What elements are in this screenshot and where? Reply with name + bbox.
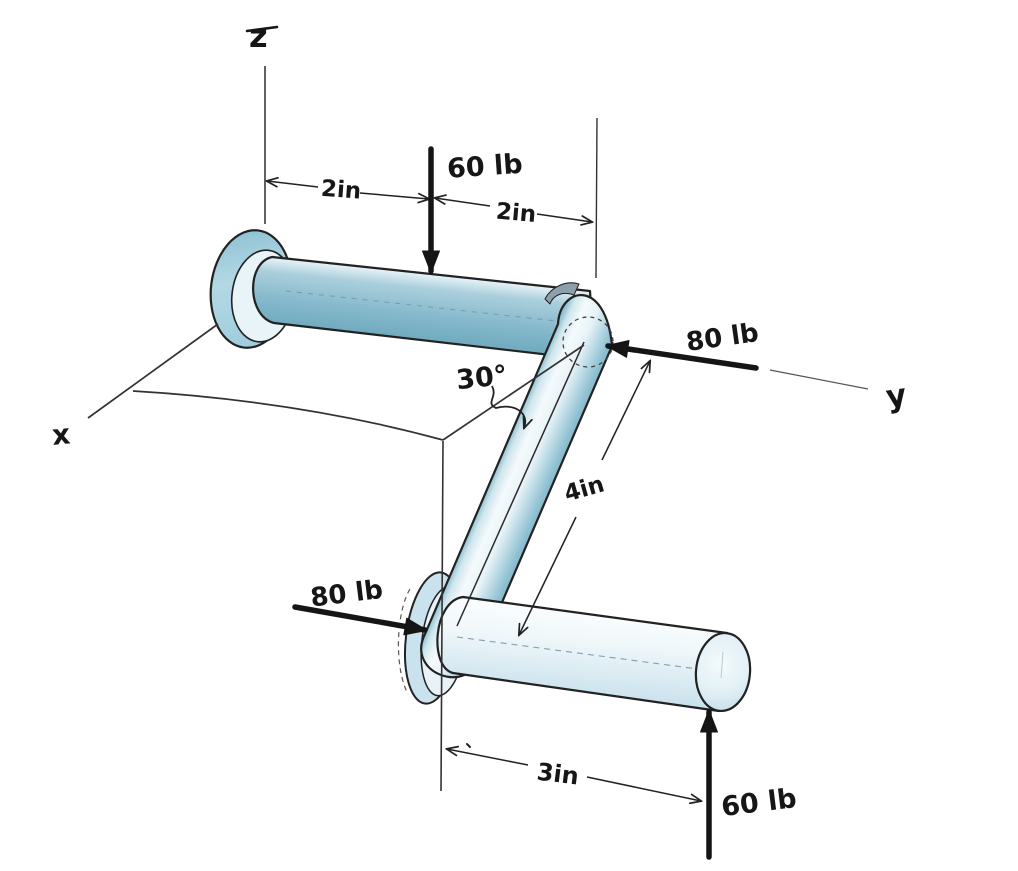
z-glyph-stroke	[245, 25, 279, 33]
force-arrow-right	[292, 604, 428, 636]
dimension-top-left: 2in	[267, 176, 429, 205]
lower-flange-hidden-edge	[397, 588, 411, 695]
vertical-extension-line	[440, 440, 444, 792]
force-label-left: 80 lb	[309, 575, 385, 614]
crank-hub-shadow	[544, 282, 580, 305]
forces: 60 lb 80 lb 80 lb 60 lb	[292, 146, 799, 860]
force-arrow-left	[605, 340, 759, 371]
force-label-bottom: 60 lb	[720, 783, 799, 823]
dim-line	[447, 749, 529, 766]
dim-line	[519, 516, 577, 635]
top-shaft	[252, 255, 596, 362]
top-shaft-centerline	[285, 290, 557, 322]
plane-front-edge	[132, 390, 444, 441]
angle-annotation: 30°	[455, 360, 525, 428]
dim-label-2in-left: 2in	[320, 176, 362, 205]
angle-reference-line	[442, 344, 585, 441]
x-axis-line	[87, 323, 219, 419]
dim-tick	[466, 743, 471, 748]
force-label-right: 80 lb	[684, 318, 760, 358]
y-axis-label: y	[884, 377, 909, 415]
dim-label-2in-right: 2in	[495, 199, 537, 228]
axes: z x y	[51, 17, 909, 792]
reference-plane	[132, 390, 444, 441]
crankshaft-body	[209, 229, 752, 713]
dim-label-3in: 3in	[535, 758, 580, 791]
end-cap-tick	[720, 651, 724, 679]
force-top-60lb: 60 lb	[422, 146, 524, 274]
force-left-80lb: 80 lb	[292, 575, 428, 636]
dimensions: 2in 2in 4in 3in 30°	[267, 176, 701, 801]
dim-line	[435, 198, 491, 207]
y-axis-line	[769, 369, 869, 390]
right-extension-line	[595, 117, 598, 279]
force-label-top: 60 lb	[446, 149, 524, 185]
lower-shaft-end-cap	[694, 631, 752, 713]
dimension-bottom: 3in	[447, 743, 701, 801]
dim-line	[536, 213, 592, 222]
angle-label-30deg: 30°	[455, 360, 509, 396]
z-axis-label: z	[249, 17, 268, 55]
dim-line	[586, 776, 701, 801]
dim-line	[601, 361, 650, 461]
force-bottom-60lb: 60 lb	[700, 709, 799, 860]
angle-arc-arrow	[490, 385, 525, 428]
crank-arm-centerline	[456, 341, 585, 627]
dim-line	[359, 192, 429, 199]
dimension-top-right: 2in	[435, 198, 592, 228]
dim-label-4in: 4in	[561, 471, 607, 507]
x-axis-label: x	[51, 417, 72, 451]
dim-line	[267, 181, 319, 188]
force-right-80lb: 80 lb	[605, 318, 761, 371]
